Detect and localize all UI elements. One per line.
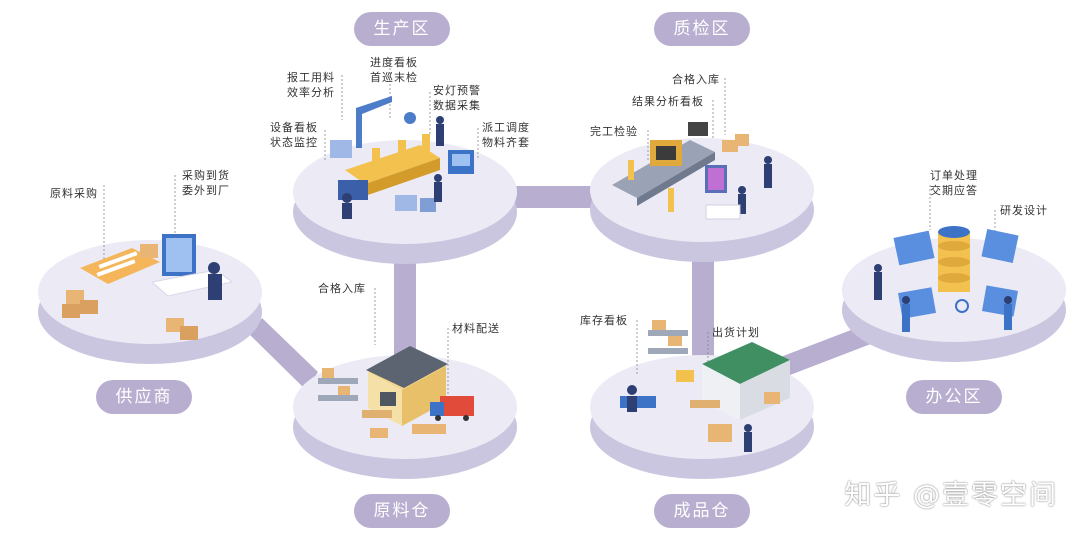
label-sup-daohuo: 采购到货 委外到厂	[182, 168, 230, 198]
label-shebei-l2: 状态监控	[270, 136, 318, 149]
label-sup-daohuo-l2: 委外到厂	[182, 184, 230, 197]
connectors	[250, 186, 876, 390]
label-sup-caigou: 原料采购	[50, 187, 98, 200]
connector-production-qc	[505, 186, 605, 208]
zone-office-pill: 办公区	[906, 380, 1002, 414]
zone-raw-pill: 原料仓	[354, 494, 450, 528]
zone-finished-pill: 成品仓	[654, 494, 750, 528]
worker-figure	[342, 193, 352, 203]
label-fin-chuhuo: 出货计划	[712, 326, 760, 339]
label-shebei: 设备看板 状态监控	[270, 120, 318, 150]
label-baogong-l2: 效率分析	[287, 86, 335, 99]
connector-supplier-raw	[250, 318, 318, 390]
connector-qc-finished	[692, 250, 714, 370]
watermark: 知乎 @壹零空间	[844, 480, 1058, 511]
label-baogong: 报工用料 效率分析	[287, 70, 335, 100]
label-fin-kucun: 库存看板	[580, 314, 628, 327]
production-line-illustration	[330, 96, 474, 219]
label-shebei-l1: 设备看板	[270, 121, 318, 134]
label-paigong: 派工调度 物料齐套	[482, 120, 530, 150]
qc-line-illustration	[612, 122, 772, 220]
connector-production-raw	[394, 250, 416, 370]
finished-warehouse-illustration	[620, 320, 790, 452]
label-off-yanfa: 研发设计	[1000, 204, 1048, 217]
label-baogong-l1: 报工用料	[287, 71, 335, 84]
label-andeng-l2: 数据采集	[433, 99, 481, 112]
label-jindu-l1: 进度看板	[370, 56, 418, 69]
label-qc-ruku: 合格入库	[672, 73, 720, 86]
zone-production-pill: 生产区	[354, 12, 450, 46]
label-off-dingdan-l1: 订单处理	[930, 169, 978, 182]
leader-lines	[103, 60, 996, 395]
label-qc-jieguo: 结果分析看板	[632, 95, 704, 108]
label-jindu: 进度看板 首巡末检	[370, 55, 418, 85]
label-raw-peisong: 材料配送	[452, 322, 500, 335]
label-jindu-l2: 首巡末检	[370, 71, 418, 84]
label-raw-ruku: 合格入库	[318, 282, 366, 295]
label-off-dingdan-l2: 交期应答	[930, 184, 978, 197]
label-andeng: 安灯预警 数据采集	[433, 83, 481, 113]
raw-warehouse-illustration	[318, 346, 474, 438]
label-off-dingdan: 订单处理 交期应答	[930, 168, 978, 198]
supplier-illustration	[62, 234, 234, 340]
connector-office-finished	[778, 325, 876, 375]
label-sup-daohuo-l1: 采购到货	[182, 169, 230, 182]
zone-qc-pill: 质检区	[654, 12, 750, 46]
label-paigong-l2: 物料齐套	[482, 136, 530, 149]
label-paigong-l1: 派工调度	[482, 121, 530, 134]
zone-supplier-pill: 供应商	[96, 380, 192, 414]
office-illustration	[874, 226, 1019, 332]
label-qc-wangong: 完工检验	[590, 125, 638, 138]
label-andeng-l1: 安灯预警	[433, 84, 481, 97]
